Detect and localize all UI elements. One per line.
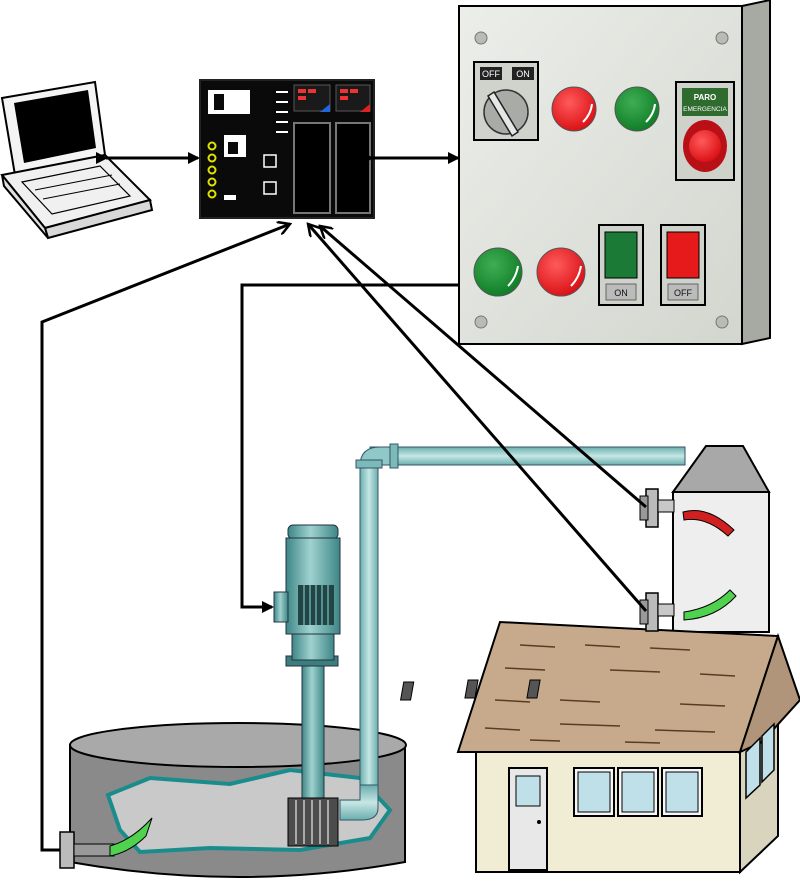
pump-control-wire (240, 283, 460, 613)
gauge-green-icon (683, 589, 737, 621)
on-button-label: ON (614, 288, 628, 298)
gauge-green-icon (109, 817, 153, 857)
house-icon (399, 620, 800, 875)
level-sensor-icon (639, 592, 675, 632)
off-button-label: OFF (674, 288, 692, 298)
emergency-label-line2: EMERGENCIA (683, 106, 727, 113)
tank-sensor-wire (40, 224, 290, 852)
signal-wires (40, 152, 648, 852)
laptop-icon (0, 80, 154, 240)
highlight-icon (570, 265, 582, 287)
red-indicator-light (536, 247, 586, 297)
control-panel: OFF ON PARO EMERGENCIA ON (458, 0, 771, 346)
green-indicator-light (614, 86, 660, 132)
plc-icon (199, 79, 375, 219)
highlight-icon (582, 103, 593, 123)
selector-on-label: ON (516, 69, 530, 79)
gauge-red-icon (682, 510, 735, 537)
highlight-icon (645, 103, 656, 123)
highlight-icon (507, 265, 519, 287)
selector-off-label: OFF (482, 69, 500, 79)
selector-switch-icon[interactable]: OFF ON (473, 61, 539, 141)
off-button[interactable]: OFF (660, 224, 706, 306)
elevated-tank-icon (671, 445, 771, 633)
low-level-wire (308, 224, 648, 612)
water-pipe (339, 443, 686, 821)
level-sensor-icon (639, 488, 675, 528)
emergency-stop-icon[interactable]: PARO EMERGENCIA (675, 81, 735, 181)
on-button[interactable]: ON (598, 224, 644, 306)
emergency-label-line1: PARO (694, 93, 717, 102)
level-sensor-icon (59, 817, 153, 869)
pump-icon (273, 524, 341, 847)
red-indicator-light (551, 86, 597, 132)
green-indicator-light (473, 247, 523, 297)
high-level-wire (320, 226, 647, 509)
